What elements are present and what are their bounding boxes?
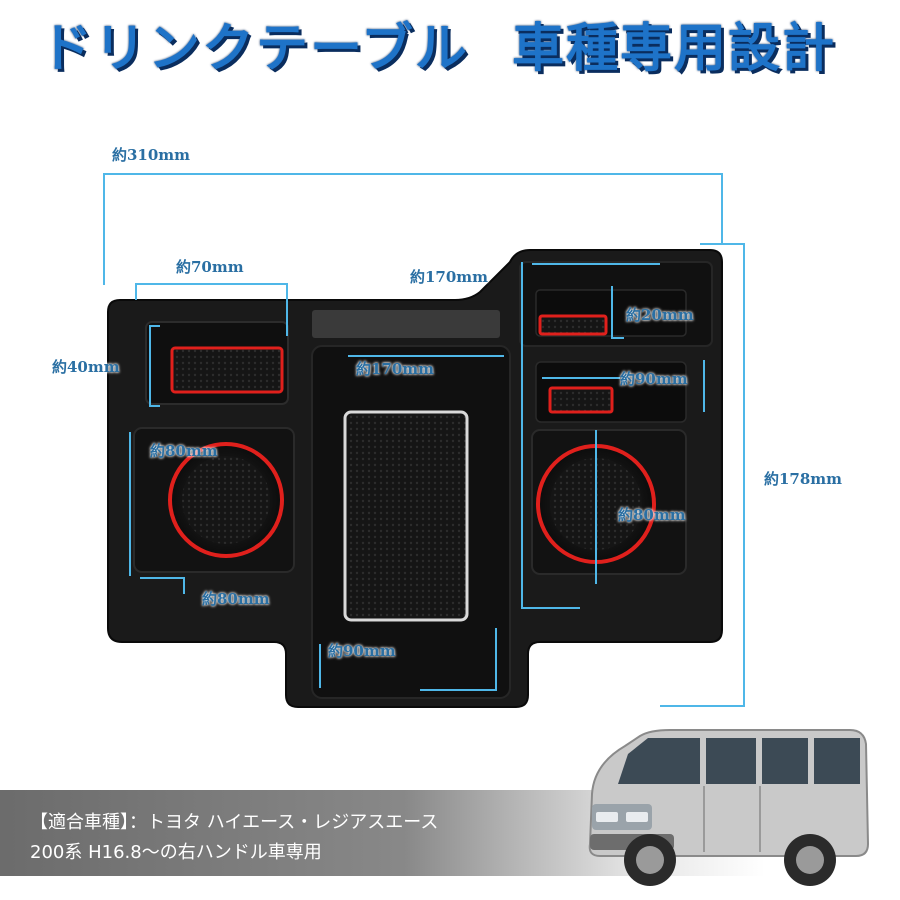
dim-total-height: 約178mm xyxy=(764,470,843,488)
dim-left-cup-height: 約80mm xyxy=(150,442,218,460)
center-mat xyxy=(343,410,469,622)
dim-right-cup: 約80mm xyxy=(618,506,686,524)
dim-center-width: 約170mm xyxy=(356,360,435,378)
dim-right-top-width: 約170mm xyxy=(410,268,489,286)
dim-left-slot-height: 約40mm xyxy=(52,358,120,376)
compatibility-model: 【適合車種】：トヨタ ハイエース・レジアスエース xyxy=(30,812,439,833)
dimension-lines xyxy=(103,173,745,707)
van-image xyxy=(588,729,870,886)
left-slot-mat xyxy=(170,346,284,394)
right-small-mat xyxy=(538,314,608,336)
dim-total-width: 約310mm xyxy=(112,146,191,164)
dim-left-cup-width: 約80mm xyxy=(202,590,270,608)
right-mid-mat xyxy=(548,386,614,414)
dim-right-mid-slot: 約90mm xyxy=(620,370,688,388)
dim-center-bottom-width: 約90mm xyxy=(328,642,396,660)
title-product-name: ドリンクテーブル xyxy=(40,19,469,79)
title-fitment: 車種専用設計 xyxy=(512,19,837,79)
page-title: ドリンクテーブル 車種専用設計 xyxy=(0,14,900,84)
dim-right-small-slot: 約20mm xyxy=(626,306,694,324)
center-top-bar xyxy=(312,310,500,338)
compatibility-detail: 200系 H16.8～の右ハンドル車専用 xyxy=(30,842,322,863)
left-cup-mat xyxy=(182,456,270,544)
dim-left-slot-width: 約70mm xyxy=(176,258,244,276)
